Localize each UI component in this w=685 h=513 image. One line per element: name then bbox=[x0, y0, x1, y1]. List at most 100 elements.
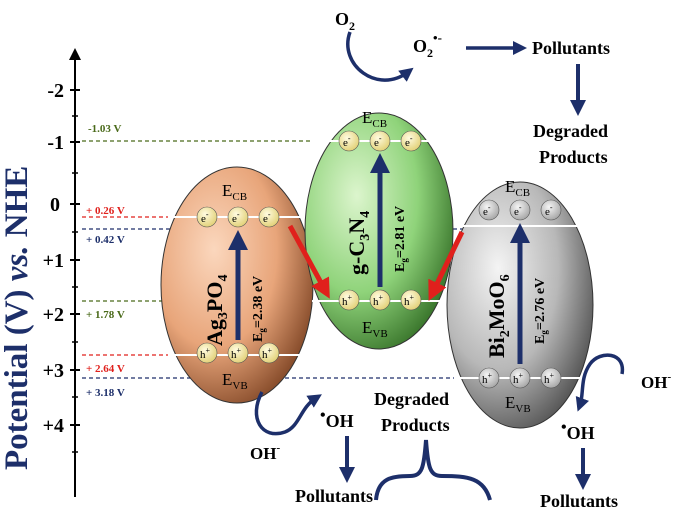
electron: e- bbox=[478, 199, 500, 221]
gc3n4-semiconductor: ECB EVB e- e- e- h+ h+ h+ g-C3N4 Eg=2.81… bbox=[304, 108, 454, 350]
electron: e- bbox=[369, 130, 391, 152]
degraded-mid-line1: Degraded bbox=[374, 389, 449, 409]
svg-text:e-: e- bbox=[483, 203, 491, 218]
hole: h+ bbox=[478, 367, 500, 389]
hole: h+ bbox=[338, 289, 360, 311]
ag3po4-vb-label: EVB bbox=[222, 370, 248, 392]
ag3po4-bandgap: Eg=2.38 eV bbox=[251, 276, 267, 342]
superoxide-pathway: O2 O2•- Pollutants Degraded Products bbox=[335, 9, 610, 167]
degraded-top-line1: Degraded bbox=[533, 121, 608, 141]
transfer-arrow-ag-to-gcn bbox=[287, 224, 330, 299]
axis-arrow-icon bbox=[69, 48, 81, 60]
bi2moo6-formula: Bi2MoO6 bbox=[484, 274, 513, 358]
svg-text:h+: h+ bbox=[200, 346, 211, 361]
left-oh-curve-arrow bbox=[254, 391, 322, 436]
hole: h+ bbox=[227, 342, 249, 364]
bi2moo6-semiconductor: ECB EVB e- e- e- h+ h+ h+ Bi2MoO6 Eg=2.7… bbox=[446, 177, 594, 429]
ag3po4-cb-label: ECB bbox=[222, 181, 247, 203]
svg-text:e-: e- bbox=[263, 210, 271, 225]
svg-text:h+: h+ bbox=[373, 293, 384, 308]
svg-text:h+: h+ bbox=[342, 293, 353, 308]
superoxide-label: O2•- bbox=[413, 30, 442, 60]
hole: h+ bbox=[258, 342, 280, 364]
oh-minus-left-label: OH- bbox=[250, 442, 280, 463]
gc3n4-bandgap: Eg=2.81 eV bbox=[393, 206, 409, 272]
degraded-mid-line2: Products bbox=[381, 415, 450, 435]
ag3po4-semiconductor: ECB EVB e- e- e- h+ h+ h+ Ag3PO4 Eg=2.38… bbox=[160, 166, 314, 404]
svg-text:e-: e- bbox=[514, 203, 522, 218]
svg-text:e-: e- bbox=[374, 134, 382, 149]
svg-text:e-: e- bbox=[232, 210, 240, 225]
svg-text:h+: h+ bbox=[513, 371, 524, 386]
hole: h+ bbox=[540, 367, 562, 389]
electron: e- bbox=[227, 206, 249, 228]
tick-label: 0 bbox=[50, 194, 60, 216]
pollutants-right-label: Pollutants bbox=[540, 491, 618, 511]
o2-label: O2 bbox=[335, 9, 355, 33]
level-label: + 2.64 V bbox=[86, 363, 125, 375]
svg-text:h+: h+ bbox=[262, 346, 273, 361]
level-label: + 0.26 V bbox=[86, 205, 125, 217]
level-label: + 0.42 V bbox=[86, 234, 125, 246]
svg-text:h+: h+ bbox=[231, 346, 242, 361]
oh-minus-right-label: OH- bbox=[641, 371, 671, 392]
ag3po4-holes: h+ h+ h+ bbox=[196, 342, 280, 364]
right-oh-curve-arrow bbox=[575, 353, 625, 412]
hole: h+ bbox=[509, 367, 531, 389]
o2-curve-arrow bbox=[346, 31, 414, 82]
pollutants-left-label: Pollutants bbox=[295, 486, 373, 506]
tick-label: +3 bbox=[43, 360, 64, 382]
gc3n4-vb-label: EVB bbox=[362, 318, 388, 340]
electron: e- bbox=[400, 130, 422, 152]
svg-text:e-: e- bbox=[545, 203, 553, 218]
electron: e- bbox=[540, 199, 562, 221]
brace-connector bbox=[374, 439, 492, 501]
middle-degraded-products: Degraded Products bbox=[374, 389, 492, 501]
tick-label: +2 bbox=[43, 304, 64, 326]
svg-text:h+: h+ bbox=[404, 293, 415, 308]
gc3n4-holes: h+ h+ h+ bbox=[338, 289, 422, 311]
electron: e- bbox=[196, 206, 218, 228]
level-label: -1.03 V bbox=[88, 123, 121, 135]
bi2moo6-vb-label: EVB bbox=[505, 393, 531, 415]
tick-label: -1 bbox=[47, 132, 64, 154]
bi2moo6-bandgap: Eg=2.76 eV bbox=[533, 278, 549, 344]
tick-labels: -2 -1 0 +1 +2 +3 +4 bbox=[43, 80, 64, 437]
svg-text:e-: e- bbox=[343, 134, 351, 149]
oh-radical-left-label: •OH bbox=[320, 407, 354, 431]
bi2moo6-cb-label: ECB bbox=[505, 177, 530, 199]
hole: h+ bbox=[400, 289, 422, 311]
left-hydroxyl-pathway: OH- •OH Pollutants bbox=[250, 391, 373, 506]
axis-ticks bbox=[70, 89, 80, 453]
axis-title: Potential (V) vs. NHE bbox=[0, 166, 35, 470]
right-hydroxyl-pathway: OH- •OH Pollutants bbox=[540, 353, 671, 511]
gc3n4-cb-label: ECB bbox=[362, 108, 387, 130]
pollutants-top-label: Pollutants bbox=[532, 38, 610, 58]
bi2moo6-electrons: e- e- e- bbox=[478, 199, 562, 221]
svg-text:e-: e- bbox=[405, 134, 413, 149]
gc3n4-electrons: e- e- e- bbox=[338, 130, 422, 152]
potential-axis: -2 -1 0 +1 +2 +3 +4 Potential (V) vs. NH… bbox=[0, 48, 81, 497]
hole: h+ bbox=[369, 289, 391, 311]
svg-text:h+: h+ bbox=[482, 371, 493, 386]
tick-label: +4 bbox=[43, 415, 64, 437]
gc3n4-formula: g-C3N4 bbox=[344, 211, 373, 275]
level-label: + 3.18 V bbox=[86, 387, 125, 399]
ag3po4-electrons: e- e- e- bbox=[196, 206, 280, 228]
electron: e- bbox=[338, 130, 360, 152]
electron: e- bbox=[258, 206, 280, 228]
svg-text:e-: e- bbox=[201, 210, 209, 225]
electron: e- bbox=[509, 199, 531, 221]
transfer-arrow-bi-to-gcn bbox=[428, 230, 465, 302]
tick-label: +1 bbox=[43, 250, 64, 272]
oh-radical-right-label: •OH bbox=[561, 419, 595, 443]
tick-label: -2 bbox=[47, 80, 64, 102]
bi2moo6-holes: h+ h+ h+ bbox=[478, 367, 562, 389]
level-label: + 1.78 V bbox=[86, 309, 125, 321]
ag3po4-formula: Ag3PO4 bbox=[202, 275, 231, 346]
level-labels: -1.03 V + 0.26 V + 0.42 V + 1.78 V + 2.6… bbox=[86, 123, 125, 399]
hole: h+ bbox=[196, 342, 218, 364]
degraded-top-line2: Products bbox=[539, 147, 608, 167]
svg-text:h+: h+ bbox=[544, 371, 555, 386]
